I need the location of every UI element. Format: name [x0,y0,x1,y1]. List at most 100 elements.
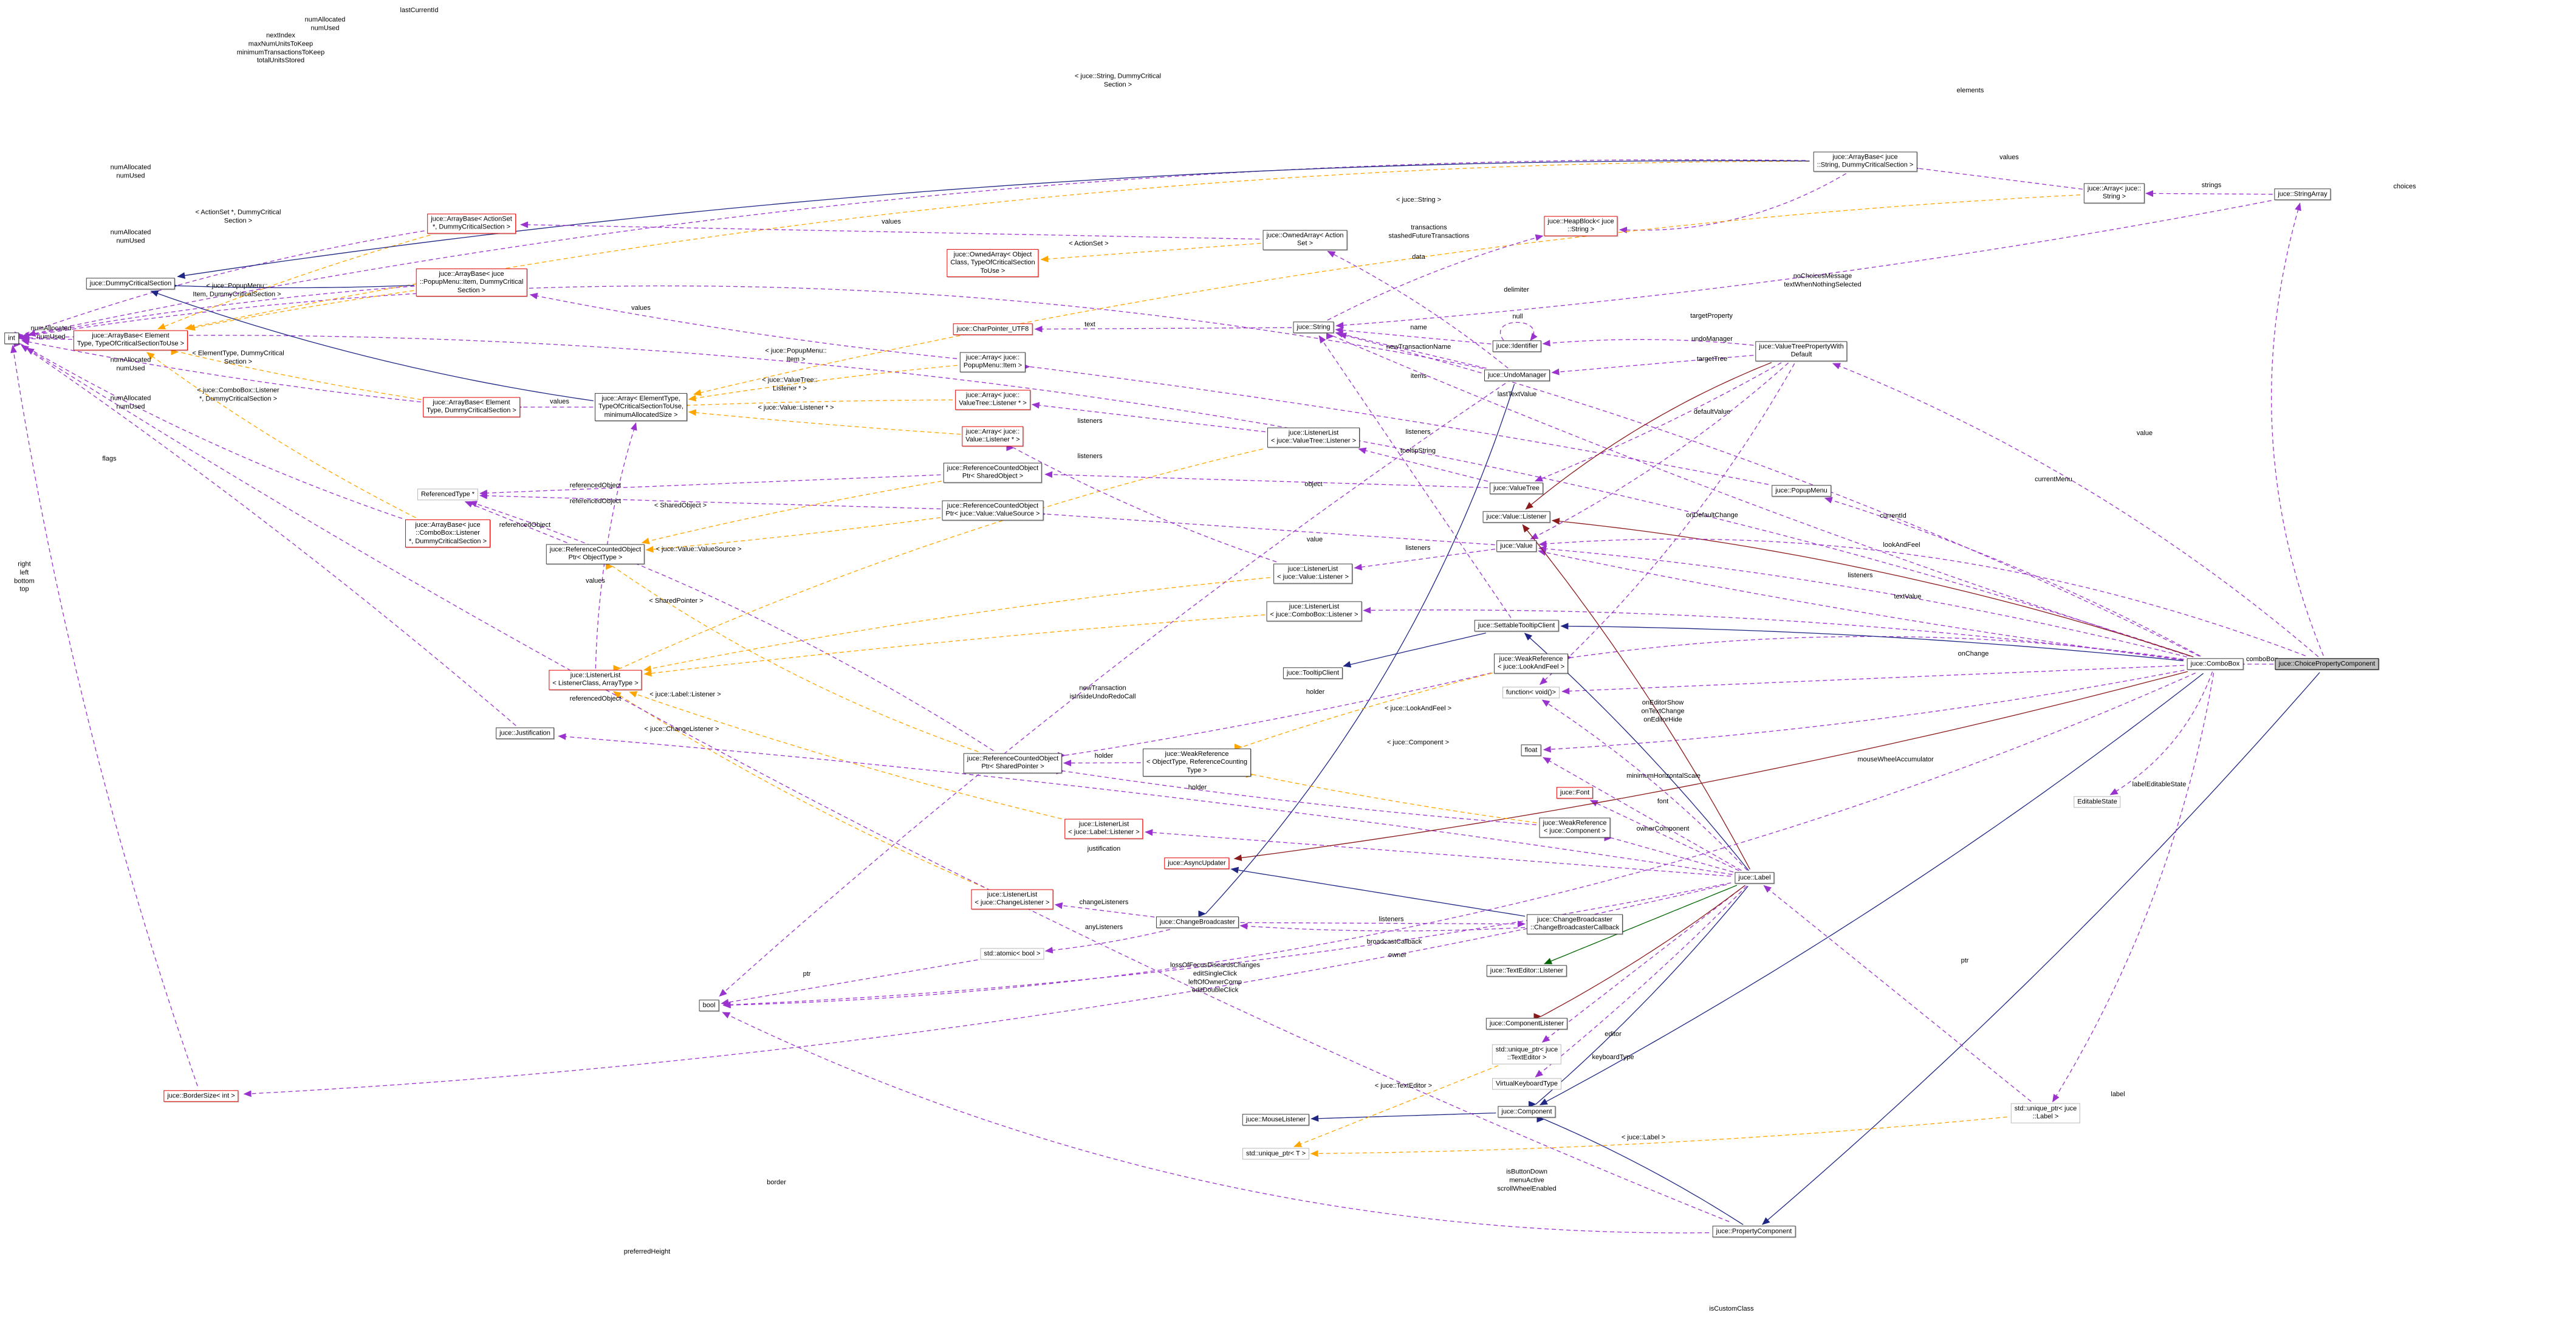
node-uptr_tedit[interactable]: std::unique_ptr< juce ::TextEditor > [1492,1044,1562,1065]
node-array_elem[interactable]: juce::Array< ElementType, TypeOfCritical… [595,393,687,422]
edge-stringarray-to-array_string [2145,190,2273,197]
node-justification[interactable]: juce::Justification [496,727,554,739]
node-popupmenu[interactable]: juce::PopupMenu [1772,485,1831,497]
node-ab_elem_type[interactable]: juce::ArrayBase< Element Type, TypeOfCri… [73,330,188,351]
node-stringarray[interactable]: juce::StringArray [2274,188,2331,201]
node-complistener[interactable]: juce::ComponentListener [1485,1018,1568,1030]
edge-undomanager-to-changebroadcaster [1205,383,1515,914]
node-function_void[interactable]: function< void()> [1502,687,1560,699]
edge-identifier-to-identifier [1499,321,1538,341]
edge-justification-to-int [21,345,516,726]
edge-rcop_objtype-to-reftype [464,501,567,543]
edge-ab_popupitem-to-dummycs [176,283,414,290]
edge-weakref_laf-to-weakref_obj [1241,672,1493,748]
node-weakref_comp[interactable]: juce::WeakReference < juce::Component > [1539,817,1611,838]
node-component[interactable]: juce::Component [1498,1106,1556,1118]
node-uptr_t[interactable]: std::unique_ptr< T > [1242,1148,1310,1160]
edge-array_popupitem-to-array_elem [688,365,957,402]
node-ab_combolistener[interactable]: juce::ArrayBase< juce ::ComboBox::Listen… [405,519,491,548]
edge-rcop_sharedobject-to-reftype [479,474,941,496]
node-valuelistener[interactable]: juce::Value::Listener [1482,511,1550,523]
edge-value-to-rcop_valuesource [1044,511,1495,546]
node-bool[interactable]: bool [699,1000,719,1012]
node-teditlistener[interactable]: juce::TextEditor::Listener [1486,965,1567,977]
edge-ab_popupitem-to-int [21,286,415,339]
node-asyncupdater[interactable]: juce::AsyncUpdater [1164,857,1230,870]
node-ll_valuelistener[interactable]: juce::ListenerList < juce::Value::Listen… [1273,563,1352,584]
node-ll_generic[interactable]: juce::ListenerList < ListenerClass, Arra… [549,670,642,690]
node-vkbtype[interactable]: VirtualKeyboardType [1492,1078,1561,1090]
node-value[interactable]: juce::Value [1496,540,1536,552]
node-charptr[interactable]: juce::CharPointer_UTF8 [953,323,1033,335]
edge-choicepc-to-value [1538,538,2306,656]
edge-settabletooltip-to-string [1318,335,1512,618]
node-settabletooltip[interactable]: juce::SettableTooltipClient [1474,620,1559,632]
edge-ownedarray_actionset-to-ab_actionset [520,221,1260,240]
edge-weakref_comp-to-weakref_obj [1252,772,1537,823]
edge-changebroadcaster-to-cbcallback [1240,921,1526,928]
edge-undomanager-to-ownedarray_actionset [1327,250,1509,369]
node-rcop_sharedptr[interactable]: juce::ReferenceCountedObject Ptr< Shared… [963,753,1063,774]
node-ab_elem_dummy[interactable]: juce::ArrayBase< Element Type, DummyCrit… [423,397,520,417]
node-ll_changelistener[interactable]: juce::ListenerList < juce::ChangeListene… [971,889,1053,910]
edge-ab_elem_dummy-to-int [21,338,421,403]
edge-component-to-mouselistener [1310,1112,1496,1122]
node-ll_combolistener[interactable]: juce::ListenerList < juce::ComboBox::Lis… [1266,601,1362,622]
node-ll_labellistener[interactable]: juce::ListenerList < juce::Label::Listen… [1064,818,1143,839]
edge-label-to-component [1535,885,1749,1105]
node-string[interactable]: juce::String [1293,321,1334,334]
node-int[interactable]: int [4,332,19,345]
node-bordersize[interactable]: juce::BorderSize< int > [163,1090,239,1102]
node-undomanager[interactable]: juce::UndoManager [1484,369,1550,382]
edge-ab_actionset-to-int [21,230,425,336]
node-changebroadcaster[interactable]: juce::ChangeBroadcaster [1156,916,1239,928]
node-mouselistener[interactable]: juce::MouseListener [1242,1114,1310,1126]
edge-label-to-bool [722,882,1732,1008]
node-array_vtlistener[interactable]: juce::Array< juce:: ValueTree::Listener … [955,389,1030,410]
node-array_string[interactable]: juce::Array< juce:: String > [2083,183,2145,204]
node-ab_string[interactable]: juce::ArrayBase< juce ::String, DummyCri… [1813,151,1917,172]
edge-undomanager-to-int [24,285,1484,369]
edge-combobox-to-int [21,334,2187,655]
node-rcop_objtype[interactable]: juce::ReferenceCountedObject Ptr< Object… [546,544,645,564]
node-propcomp[interactable]: juce::PropertyComponent [1712,1226,1796,1238]
edge-combobox-to-value [1538,549,2184,660]
node-heapblock[interactable]: juce::HeapBlock< juce ::String > [1544,216,1618,236]
node-font[interactable]: juce::Font [1556,787,1594,799]
node-editablestate[interactable]: EditableState [2074,796,2121,808]
edge-label-to-float [1543,757,1742,871]
node-cbcallback[interactable]: juce::ChangeBroadcaster ::ChangeBroadcas… [1526,914,1623,935]
node-ab_actionset[interactable]: juce::ArrayBase< ActionSet *, DummyCriti… [427,213,516,234]
edge-label-to-uptr_tedit [1541,885,1746,1043]
node-uptr_label[interactable]: std::unique_ptr< juce ::Label > [2010,1103,2081,1124]
node-ownedarray_generic[interactable]: juce::OwnedArray< Object Class, TypeOfCr… [947,249,1039,278]
edge-combobox-to-float [1543,670,2185,753]
node-rcop_valuesource[interactable]: juce::ReferenceCountedObject Ptr< juce::… [942,500,1044,521]
edge-cbcallback-to-changebroadcaster [1239,922,1526,932]
edge-value-to-ll_valuelistener [1354,549,1496,571]
node-ab_popupitem[interactable]: juce::ArrayBase< juce ::PopupMenu::Item,… [416,268,527,297]
node-tooltipclient[interactable]: juce::TooltipClient [1283,667,1343,679]
edge-label-to-bordersize [243,884,1727,1097]
node-vtpwd[interactable]: juce::ValueTreePropertyWith Default [1755,341,1848,362]
node-ll_vtlistener[interactable]: juce::ListenerList < juce::ValueTree::Li… [1267,427,1360,448]
node-weakref_laf[interactable]: juce::WeakReference < juce::LookAndFeel … [1493,653,1569,674]
node-ownedarray_actionset[interactable]: juce::OwnedArray< Action Set > [1262,230,1348,250]
node-reftype[interactable]: ReferencedType * [417,489,479,501]
node-rcop_sharedobject[interactable]: juce::ReferenceCountedObject Ptr< Shared… [943,462,1043,483]
node-array_vallistener[interactable]: juce::Array< juce:: Value::Listener * > [962,426,1024,447]
node-dummycs[interactable]: juce::DummyCriticalSection [86,278,176,290]
node-combobox[interactable]: juce::ComboBox [2187,658,2244,670]
edge-rcop_sharedobject-to-rcop_objtype [641,481,942,544]
node-float[interactable]: float [1521,744,1541,757]
node-label[interactable]: juce::Label [1735,872,1775,884]
node-valuetree[interactable]: juce::ValueTree [1490,482,1543,495]
edge-vtpwd-to-undomanager [1551,355,1754,376]
edge-combobox-to-bool [722,672,2196,1009]
edge-popupmenu-to-array_popupitem [1029,364,1769,486]
node-atomicbool[interactable]: std::atomic< bool > [980,948,1044,960]
node-weakref_obj[interactable]: juce::WeakReference < ObjectType, Refere… [1142,748,1252,777]
node-array_popupitem[interactable]: juce::Array< juce:: PopupMenu::Item > [959,352,1026,372]
node-identifier[interactable]: juce::Identifier [1492,340,1542,352]
